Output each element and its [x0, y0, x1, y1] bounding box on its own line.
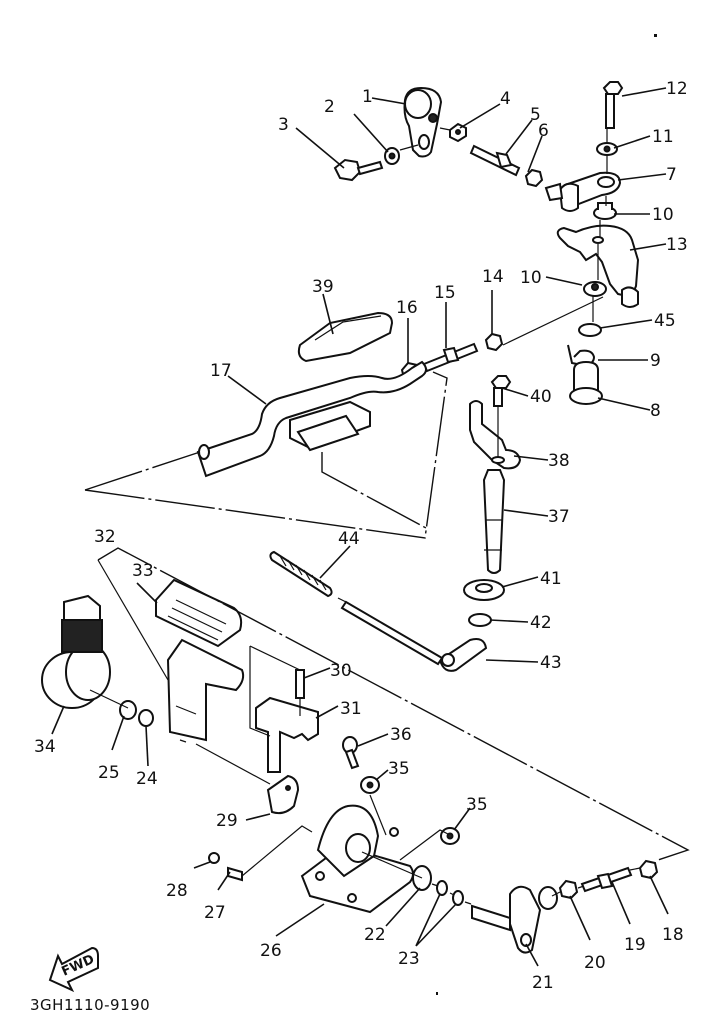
- part-35-washer-upper: [360, 776, 380, 794]
- callout-32: 32: [94, 527, 116, 547]
- part-45-washer: [578, 323, 602, 337]
- part-30-spring: [295, 669, 305, 699]
- part-21-joint: [471, 885, 558, 954]
- part-39-cover: [297, 311, 394, 363]
- part-38-lever: [469, 400, 522, 470]
- part-27-spring: [227, 866, 243, 882]
- part-29-plate: [266, 774, 300, 815]
- callout-35-lower: 35: [466, 795, 488, 815]
- callout-6: 6: [538, 121, 549, 141]
- part-34-grip: [41, 594, 111, 709]
- part-24-washer: [138, 709, 154, 727]
- part-41-seal: [463, 579, 505, 601]
- part-7-arm: [544, 171, 622, 212]
- drawing-code: 3GH1110-9190: [30, 996, 150, 1014]
- callout-14: 14: [482, 267, 504, 287]
- callout-38: 38: [548, 451, 570, 471]
- leader-lines: [51, 87, 669, 967]
- part-10-bushing-lower: [583, 281, 607, 297]
- part-13-bracket: [556, 224, 640, 308]
- callout-8: 8: [650, 401, 661, 421]
- part-26-housing: [300, 804, 414, 914]
- part-2-washer: [384, 147, 400, 165]
- part-35-washer-lower: [440, 827, 460, 845]
- part-5-stud: [469, 144, 521, 177]
- part-25-nut: [119, 700, 137, 720]
- callout-24: 24: [136, 769, 158, 789]
- part-14-nut: [484, 332, 504, 352]
- part-11-washer: [596, 142, 618, 156]
- callout-33: 33: [132, 561, 154, 581]
- callout-35-upper: 35: [388, 759, 410, 779]
- part-32-handle-bracket: [166, 638, 245, 743]
- callout-44: 44: [338, 529, 360, 549]
- callout-10-lower: 10: [520, 268, 542, 288]
- callout-31: 31: [340, 699, 362, 719]
- callout-3: 3: [278, 115, 289, 135]
- part-42-washer: [468, 613, 492, 627]
- callout-1: 1: [362, 87, 373, 107]
- part-1-joint: [403, 86, 443, 158]
- callout-45: 45: [654, 311, 676, 331]
- callout-37: 37: [548, 507, 570, 527]
- callout-36: 36: [390, 725, 412, 745]
- callout-10-top: 10: [652, 205, 674, 225]
- scan-speck: [436, 992, 438, 995]
- part-18-nut: [638, 859, 659, 880]
- callout-20: 20: [584, 953, 606, 973]
- callout-5: 5: [530, 105, 541, 125]
- assembly-lines: [84, 127, 690, 905]
- callout-26: 26: [260, 941, 282, 961]
- callout-34: 34: [34, 737, 56, 757]
- callout-11: 11: [652, 127, 674, 147]
- part-36-screw: [342, 736, 360, 770]
- callout-2: 2: [324, 97, 335, 117]
- callout-30: 30: [330, 661, 352, 681]
- callout-labels: 1 2 3 4 5 6 7 8 9 10 10 11 12 13 14 15 1…: [34, 79, 688, 993]
- callout-21: 21: [532, 973, 554, 993]
- fwd-arrow-icon: FWD: [48, 946, 99, 993]
- callout-12: 12: [666, 79, 688, 99]
- callout-42: 42: [530, 613, 552, 633]
- callout-39: 39: [312, 277, 334, 297]
- part-3-bolt: [333, 158, 384, 182]
- callout-41: 41: [540, 569, 562, 589]
- callout-16: 16: [396, 298, 418, 318]
- part-43-arm: [438, 638, 488, 672]
- part-33-grip-cover: [155, 578, 243, 648]
- part-37-shaft: [482, 469, 506, 574]
- callout-13: 13: [666, 235, 688, 255]
- callout-15: 15: [434, 283, 456, 303]
- part-10-bushing-top: [593, 202, 617, 220]
- part-12-bolt: [602, 81, 624, 129]
- callout-7: 7: [666, 165, 677, 185]
- scan-speck: [654, 34, 657, 37]
- part-23-o-rings: [436, 880, 464, 906]
- part-17-shift-rod: [196, 360, 427, 478]
- callout-40: 40: [530, 387, 552, 407]
- callout-22: 22: [364, 925, 386, 945]
- part-31-block: [255, 696, 319, 773]
- callout-43: 43: [540, 653, 562, 673]
- callout-23: 23: [398, 949, 420, 969]
- part-44-spring-rod: [269, 550, 444, 666]
- callout-25: 25: [98, 763, 120, 783]
- part-8-bushing: [569, 360, 603, 405]
- part-40-bolt: [490, 375, 512, 407]
- part-6-nut: [524, 168, 544, 188]
- part-4-nut: [449, 122, 467, 143]
- part-19-stud: [580, 866, 633, 893]
- callout-9: 9: [650, 351, 661, 371]
- callout-19: 19: [624, 935, 646, 955]
- callout-17: 17: [210, 361, 232, 381]
- part-20-nut: [558, 879, 579, 900]
- callout-28: 28: [166, 881, 188, 901]
- part-28-ball: [208, 852, 220, 864]
- callout-29: 29: [216, 811, 238, 831]
- callout-4: 4: [500, 89, 511, 109]
- part-15-stud: [422, 342, 479, 373]
- callout-27: 27: [204, 903, 226, 923]
- callout-18: 18: [662, 925, 684, 945]
